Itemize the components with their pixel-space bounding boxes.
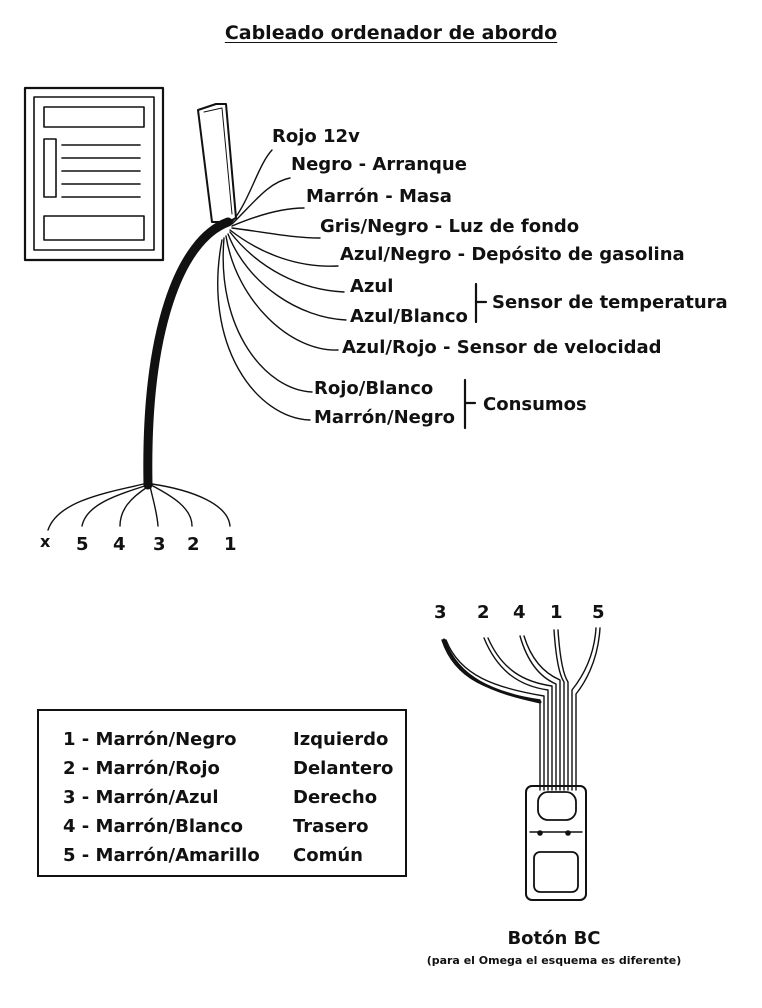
wire-label-rojo-12v: Rojo 12v (272, 126, 360, 147)
legend-box: 1 - Marrón/Negro Izquierdo 2 - Marrón/Ro… (37, 709, 407, 877)
wire-label-rojo-blanco: Rojo/Blanco (314, 378, 434, 399)
legend-meaning: Derecho (293, 787, 378, 808)
group-label-consumption: Consumos (483, 394, 587, 415)
button-pin-label: 3 (434, 602, 447, 623)
connector-plug (197, 103, 237, 223)
button-note: (para el Omega el esquema es diferente) (426, 954, 682, 967)
legend-meaning: Delantero (293, 758, 394, 779)
group-brackets (463, 282, 488, 430)
wire-label-negro-arranque: Negro - Arranque (291, 154, 467, 175)
main-harness (143, 217, 233, 490)
wire-label-marron-masa: Marrón - Masa (306, 186, 452, 207)
legend-wire: 5 - Marrón/Amarillo (63, 845, 260, 866)
wire-label-gris-negro: Gris/Negro - Luz de fondo (320, 216, 580, 237)
fanout-wires (217, 149, 347, 421)
pin-label: 4 (113, 534, 126, 555)
page-title: Cableado ordenador de abordo (224, 22, 558, 44)
legend-meaning: Trasero (293, 816, 369, 837)
pin-label: x (40, 532, 51, 551)
wire-label-azul-negro: Azul/Negro - Depósito de gasolina (340, 244, 685, 265)
dashboard-panel (23, 86, 165, 262)
legend-row: 3 - Marrón/Azul Derecho (63, 787, 377, 808)
legend-row: 2 - Marrón/Rojo Delantero (63, 758, 393, 779)
legend-wire: 4 - Marrón/Blanco (63, 816, 243, 837)
wire-label-marron-negro: Marrón/Negro (314, 407, 455, 428)
legend-meaning: Izquierdo (293, 729, 389, 750)
group-label-temperature: Sensor de temperatura (492, 292, 728, 313)
button-pin-label: 1 (550, 602, 563, 623)
button-caption: Botón BC (507, 928, 601, 949)
pin-label: 3 (153, 534, 166, 555)
bc-button (441, 627, 601, 901)
legend-wire: 1 - Marrón/Negro (63, 729, 237, 750)
bottom-wires (47, 482, 231, 531)
legend-meaning: Común (293, 845, 363, 866)
legend-wire: 2 - Marrón/Rojo (63, 758, 220, 779)
legend-row: 1 - Marrón/Negro Izquierdo (63, 729, 388, 750)
pin-label: 2 (187, 534, 200, 555)
legend-row: 5 - Marrón/Amarillo Común (63, 845, 363, 866)
legend-wire: 3 - Marrón/Azul (63, 787, 219, 808)
wire-label-azul: Azul (350, 276, 394, 297)
pin-label: 1 (224, 534, 237, 555)
wire-label-azul-blanco: Azul/Blanco (350, 306, 468, 327)
pin-label: 5 (76, 534, 89, 555)
button-pin-label: 2 (477, 602, 490, 623)
button-pin-label: 5 (592, 602, 605, 623)
wire-label-azul-rojo: Azul/Rojo - Sensor de velocidad (342, 337, 662, 358)
legend-row: 4 - Marrón/Blanco Trasero (63, 816, 369, 837)
button-pin-label: 4 (513, 602, 526, 623)
